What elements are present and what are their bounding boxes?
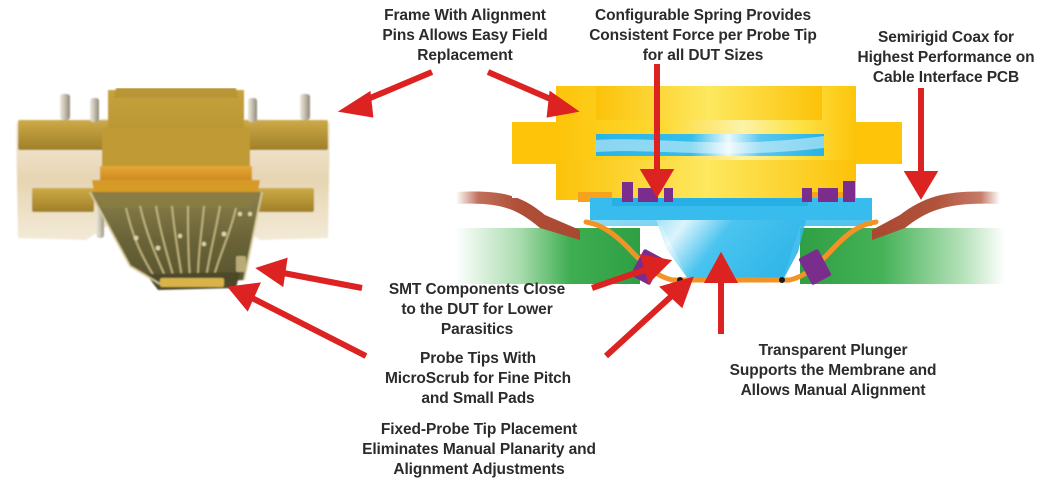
arrow-coax xyxy=(903,88,939,200)
semirigid-coax xyxy=(456,191,1000,240)
callout-transparent-plunger: Transparent Plunger Supports the Membran… xyxy=(729,342,937,399)
configurable-spring xyxy=(596,134,824,156)
arrow-smt-to-diagram xyxy=(591,254,673,291)
arrow-frame-to-photo xyxy=(337,69,434,118)
arrow-plunger xyxy=(703,251,739,334)
probe-head-frame xyxy=(512,86,902,202)
callout-frame-alignment-pins: Frame With Alignment Pins Allows Easy Fi… xyxy=(382,7,548,64)
arrow-frame-to-diagram xyxy=(486,69,580,118)
callout-smt-components: SMT Components Close to the DUT for Lowe… xyxy=(388,281,566,338)
callout-configurable-spring: Configurable Spring Provides Consistent … xyxy=(589,7,817,64)
probe-head-photograph xyxy=(16,88,330,290)
callout-probe-tips-microscrub: Probe Tips With MicroScrub for Fine Pitc… xyxy=(384,350,572,407)
membrane-with-probe-tips xyxy=(583,219,879,283)
transparent-plunger xyxy=(590,196,872,282)
arrow-spring xyxy=(639,64,675,198)
smt-components xyxy=(622,181,855,202)
membrane-layer xyxy=(590,198,872,220)
callout-semirigid-coax: Semirigid Coax for Highest Performance o… xyxy=(857,29,1035,86)
cable-interface-pcb xyxy=(455,228,1005,284)
probe-tips xyxy=(630,249,832,285)
callout-fixed-probe-tip-placement: Fixed-Probe Tip Placement Eliminates Man… xyxy=(362,421,596,478)
membrane-contact-dots xyxy=(677,277,785,283)
arrow-tips-to-diagram xyxy=(603,276,694,359)
